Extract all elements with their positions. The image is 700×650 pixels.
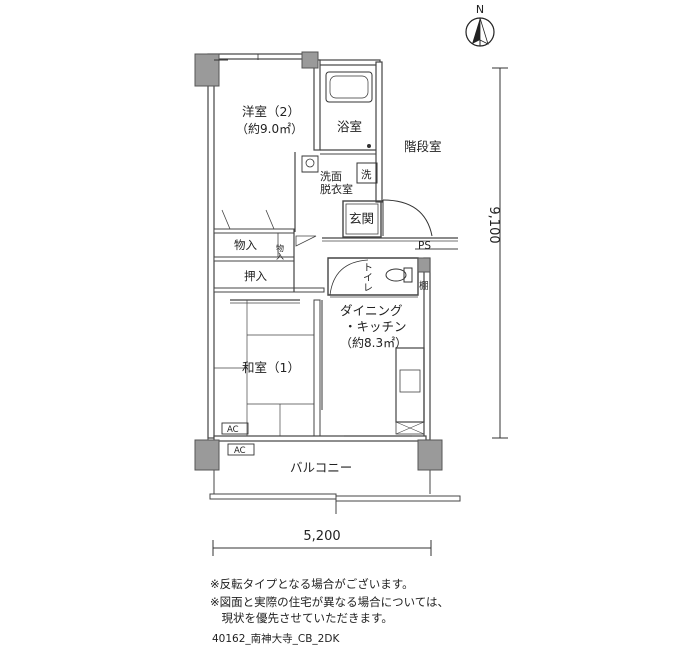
ac-label-1: AC — [227, 425, 239, 435]
stairwell-label: 階段室 — [404, 139, 442, 154]
washbasin-icon — [301, 155, 319, 173]
toilet-label: トイレ — [361, 262, 373, 292]
width-dimension: 5,200 — [303, 529, 340, 544]
columns — [194, 51, 443, 471]
ac-label-2: AC — [234, 446, 246, 456]
storage-small-label: 物入 — [276, 243, 285, 260]
washer-label: 洗 — [361, 169, 372, 181]
dining-label-2: ・キッチン — [344, 319, 407, 334]
bathtub-icon — [325, 71, 373, 103]
depth-dimension: 9,100 — [486, 206, 501, 243]
storage-label: 物入 — [234, 238, 257, 252]
washroom-label-2: 脱衣室 — [320, 182, 353, 196]
bathroom-label: 浴室 — [337, 119, 362, 134]
western-room-size: （約9.0㎡） — [236, 121, 303, 136]
dimension-lines — [212, 67, 508, 556]
dining-size: （約8.3㎡） — [340, 335, 407, 350]
washroom-label-1: 洗面 — [320, 170, 342, 183]
note-line-3: 現状を優先させていただきます。 — [210, 611, 393, 625]
japanese-room-label: 和室（1） — [242, 360, 300, 375]
note-line-1: ※反転タイプとなる場合がございます。 — [210, 577, 414, 591]
north-arrow-icon: N — [465, 3, 495, 47]
fixtures — [214, 54, 433, 456]
toilet-icon — [385, 268, 407, 282]
north-label: N — [476, 3, 484, 16]
ps-label: PS — [418, 240, 431, 252]
closet-label: 押入 — [244, 269, 267, 283]
entrance-label: 玄関 — [349, 211, 374, 226]
washer-icon — [356, 162, 378, 184]
western-room-label: 洋室（2） — [242, 104, 300, 119]
plan-code: 40162_南神大寺_CB_2DK — [212, 633, 340, 645]
dining-label-1: ダイニング — [340, 303, 403, 318]
walls — [207, 53, 461, 514]
shelf-label: 棚 — [419, 280, 429, 292]
balcony-label: バルコニー — [290, 460, 352, 475]
entrance-door-icon — [382, 199, 433, 237]
note-line-2: ※図面と実際の住宅が異なる場合については、 — [210, 595, 450, 609]
